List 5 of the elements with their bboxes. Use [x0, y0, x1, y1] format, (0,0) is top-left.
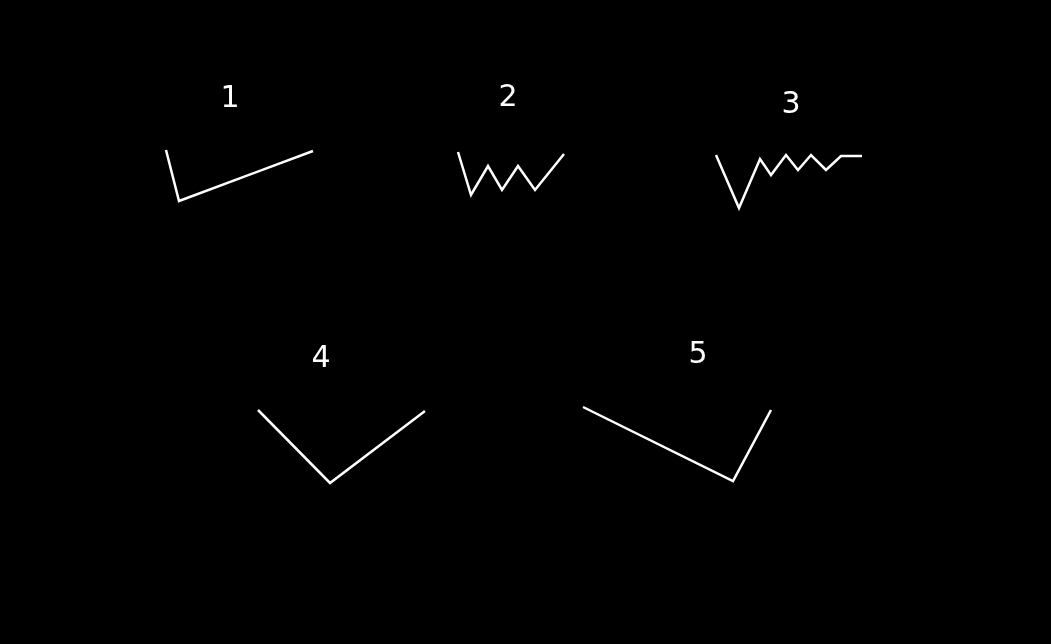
- figure-number: 3: [781, 88, 801, 118]
- figure-number: 1: [220, 82, 240, 112]
- figure-number: 2: [498, 81, 518, 111]
- figure-number: 5: [688, 338, 708, 368]
- figure-number: 4: [311, 342, 331, 372]
